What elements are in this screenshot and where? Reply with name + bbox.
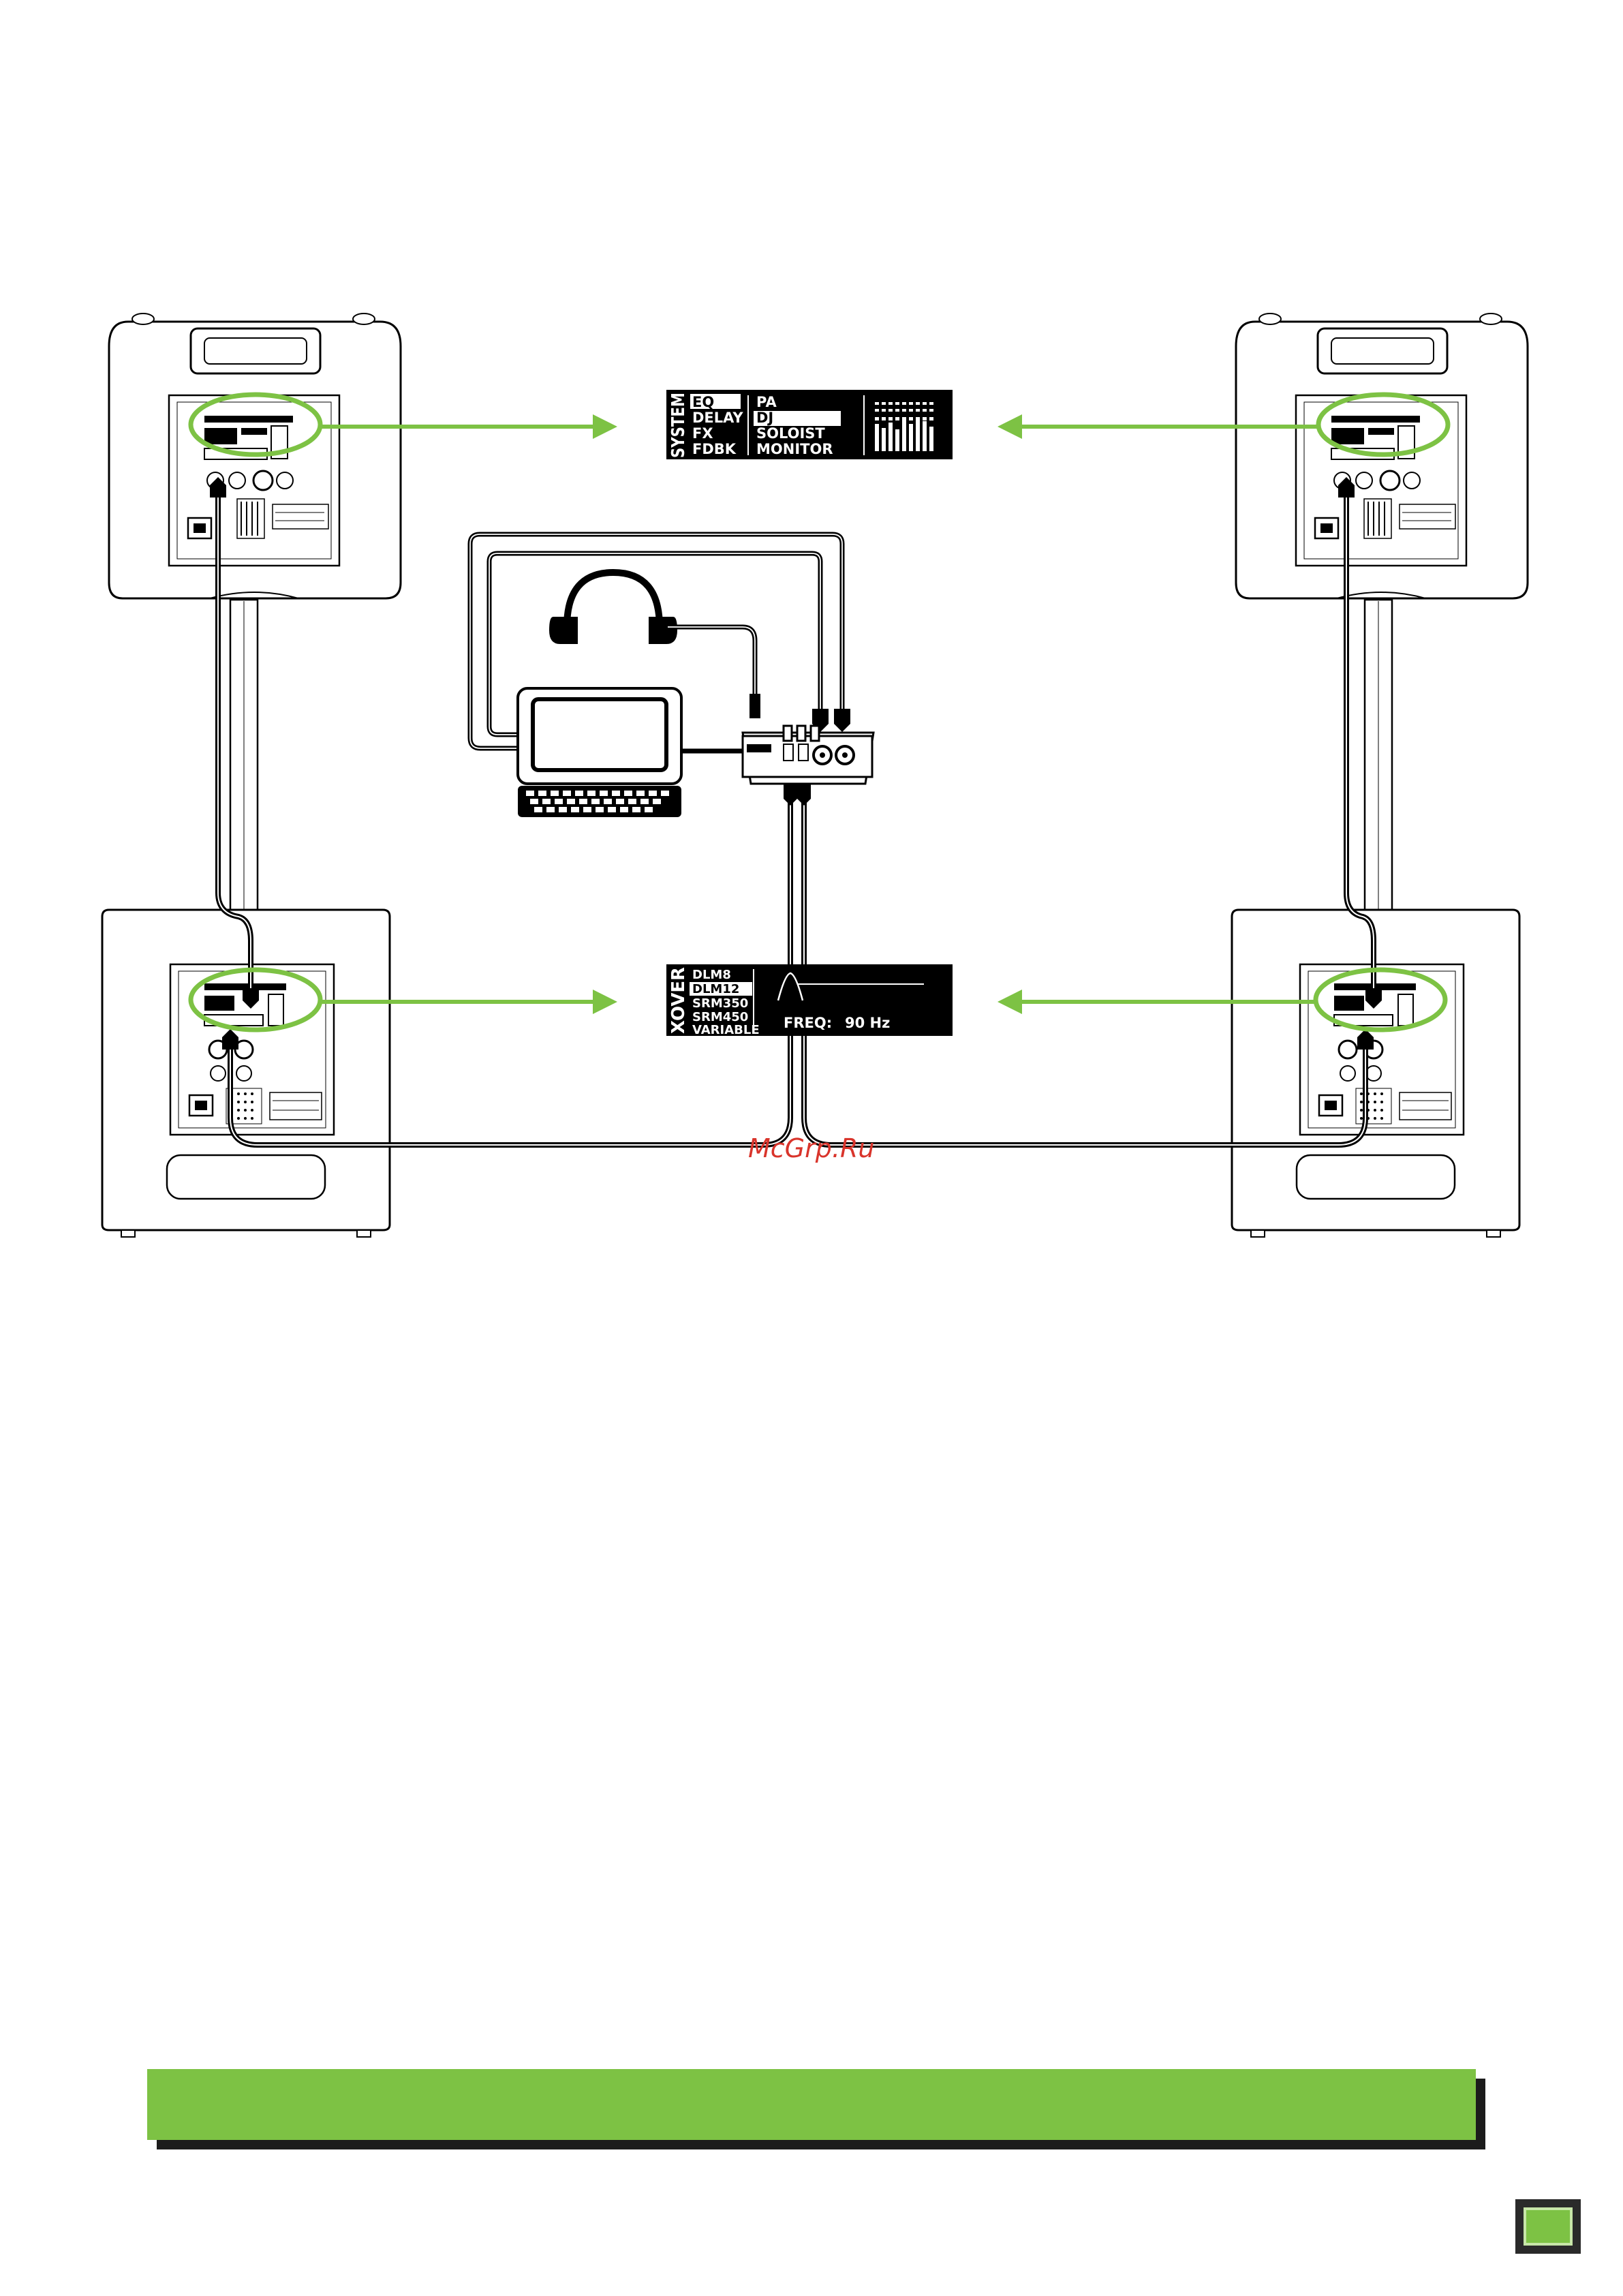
system-option-dj: DJ — [756, 410, 773, 426]
xover-option-variable: VARIABLE — [692, 1023, 760, 1037]
xover-option-srm450: SRM450 — [692, 1010, 748, 1024]
xover-vertical-label: XOVER — [668, 967, 689, 1034]
section-banner — [147, 2069, 1476, 2140]
mixer-icon — [743, 726, 874, 784]
xover-freq-value: 90 Hz — [845, 1015, 890, 1031]
headphones-icon — [549, 572, 677, 644]
subwoofer-left — [102, 910, 390, 1237]
system-option-monitor: MONITOR — [756, 441, 833, 457]
page-tab — [1515, 2199, 1581, 2254]
system-lcd-display: SYSTEM EQ DELAY FX FDBK PA DJ SOLOIST MO… — [666, 390, 953, 459]
system-menu-fdbk: FDBK — [692, 441, 737, 457]
xover-lcd-display: XOVER DLM8 DLM12 SRM350 SRM450 VARIABLE … — [666, 964, 953, 1037]
xover-freq-label: FREQ: — [784, 1015, 832, 1031]
speaker-pole-right — [1365, 600, 1392, 917]
system-menu-fx: FX — [692, 425, 713, 442]
xover-option-dlm8: DLM8 — [692, 968, 731, 982]
system-vertical-label: SYSTEM — [668, 393, 689, 458]
watermark: McGrp.Ru — [748, 1133, 874, 1163]
cable-headphones-to-mixer — [668, 627, 755, 695]
system-option-soloist: SOLOIST — [756, 425, 825, 442]
system-option-pa: PA — [756, 394, 777, 410]
laptop-icon — [518, 688, 681, 817]
speaker-pole-left — [230, 600, 258, 917]
xover-option-srm350: SRM350 — [692, 996, 748, 1011]
xover-option-dlm12: DLM12 — [692, 982, 739, 996]
system-menu-delay: DELAY — [692, 410, 743, 426]
system-menu-eq: EQ — [692, 394, 714, 410]
